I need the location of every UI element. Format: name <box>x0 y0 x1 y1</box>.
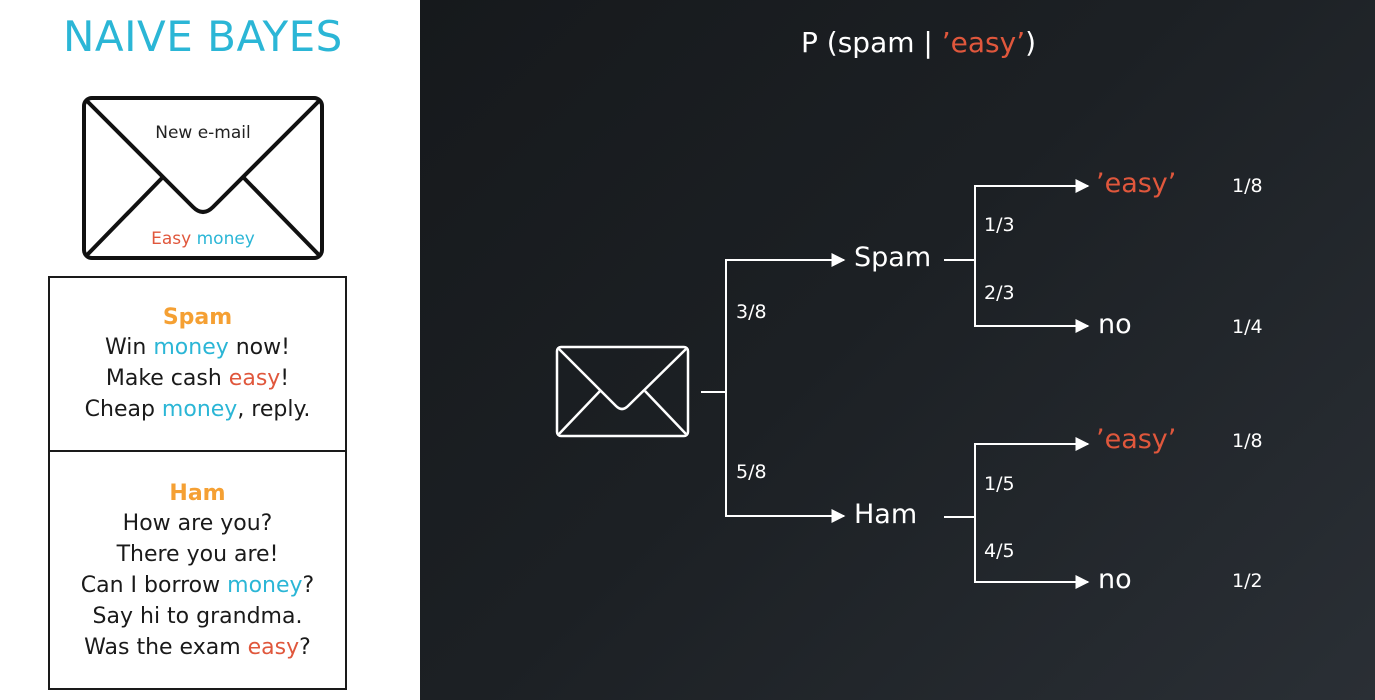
joint-spam-no: 1/4 <box>1232 316 1263 338</box>
text-segment: Make cash <box>105 366 229 391</box>
left-panel: NAIVE BAYES New e-mail Easy money Spam W… <box>0 0 420 700</box>
leaf-ham-no: no <box>1098 564 1132 595</box>
example-line: Cheap money, reply. <box>50 394 345 425</box>
text-segment: money <box>153 335 229 360</box>
spam-p-no: 2/3 <box>984 282 1015 304</box>
text-segment: money <box>161 397 238 422</box>
text-segment: now! <box>228 335 290 360</box>
text-segment: ! <box>280 366 290 391</box>
text-segment: money <box>227 573 303 598</box>
spam-heading: Spam <box>162 305 233 330</box>
envelope-icon <box>82 96 324 260</box>
example-line: Can I borrow money? <box>50 570 345 601</box>
spam-p-easy: 1/3 <box>984 214 1015 236</box>
formula-highlight: ’easy’ <box>941 26 1026 59</box>
example-line: Make cash easy! <box>50 363 345 394</box>
example-line: Was the exam easy? <box>50 632 345 663</box>
text-segment: money <box>196 229 255 249</box>
text-segment: Win <box>105 335 154 360</box>
formula-suffix: ) <box>1025 26 1037 59</box>
prior-spam: 3/8 <box>736 301 767 323</box>
leaf-spam-easy: ’easy’ <box>1096 168 1177 199</box>
formula: P (spam | ’easy’) <box>801 26 1036 59</box>
text-segment: ? <box>299 635 311 660</box>
envelope-subject: Easy money <box>81 229 325 249</box>
joint-spam-easy: 1/8 <box>1232 175 1263 197</box>
leaf-spam-no: no <box>1098 309 1132 340</box>
node-spam: Spam <box>854 242 932 273</box>
example-line: How are you? <box>50 508 345 539</box>
spam-lines: Win money now!Make cash easy!Cheap money… <box>50 332 345 425</box>
text-segment: Was the exam <box>84 635 248 660</box>
text-segment: Cheap <box>84 397 162 422</box>
text-segment: ? <box>302 573 315 598</box>
ham-heading: Ham <box>169 481 226 506</box>
prior-ham: 5/8 <box>736 461 767 483</box>
text-segment: There you are! <box>116 542 279 567</box>
text-segment: easy <box>228 366 281 391</box>
ham-p-easy: 1/5 <box>984 473 1015 495</box>
ham-lines: How are you? There you are! Can I borrow m… <box>50 508 345 663</box>
leaf-ham-easy: ’easy’ <box>1096 424 1177 455</box>
new-email-envelope: New e-mail Easy money <box>81 95 325 261</box>
example-line: Say hi to grandma. <box>50 601 345 632</box>
text-segment: Say hi to grandma. <box>92 604 303 629</box>
text-segment: easy <box>247 635 300 660</box>
text-segment: How are you? <box>122 511 273 536</box>
formula-prefix: P (spam | <box>801 26 942 59</box>
right-panel: P (spam | ’easy’) 3/8 5/8 <box>420 0 1375 700</box>
example-line: Win money now! <box>50 332 345 363</box>
joint-ham-easy: 1/8 <box>1232 430 1263 452</box>
text-segment: Easy <box>151 229 192 249</box>
envelope-label: New e-mail <box>155 123 251 143</box>
example-line: There you are! <box>50 539 345 570</box>
joint-ham-no: 1/2 <box>1232 570 1263 592</box>
ham-examples-box: Ham How are you? There you are! Can I borr… <box>48 450 347 690</box>
text-segment: , reply. <box>237 397 311 422</box>
probability-tree <box>555 179 1090 589</box>
spam-examples-box: Spam Win money now!Make cash easy!Cheap … <box>48 276 347 452</box>
text-segment: Can I borrow <box>80 573 228 598</box>
ham-p-no: 4/5 <box>984 540 1015 562</box>
node-ham: Ham <box>854 499 918 530</box>
page-title: NAIVE BAYES <box>63 12 343 61</box>
tree-envelope-icon <box>555 345 690 438</box>
